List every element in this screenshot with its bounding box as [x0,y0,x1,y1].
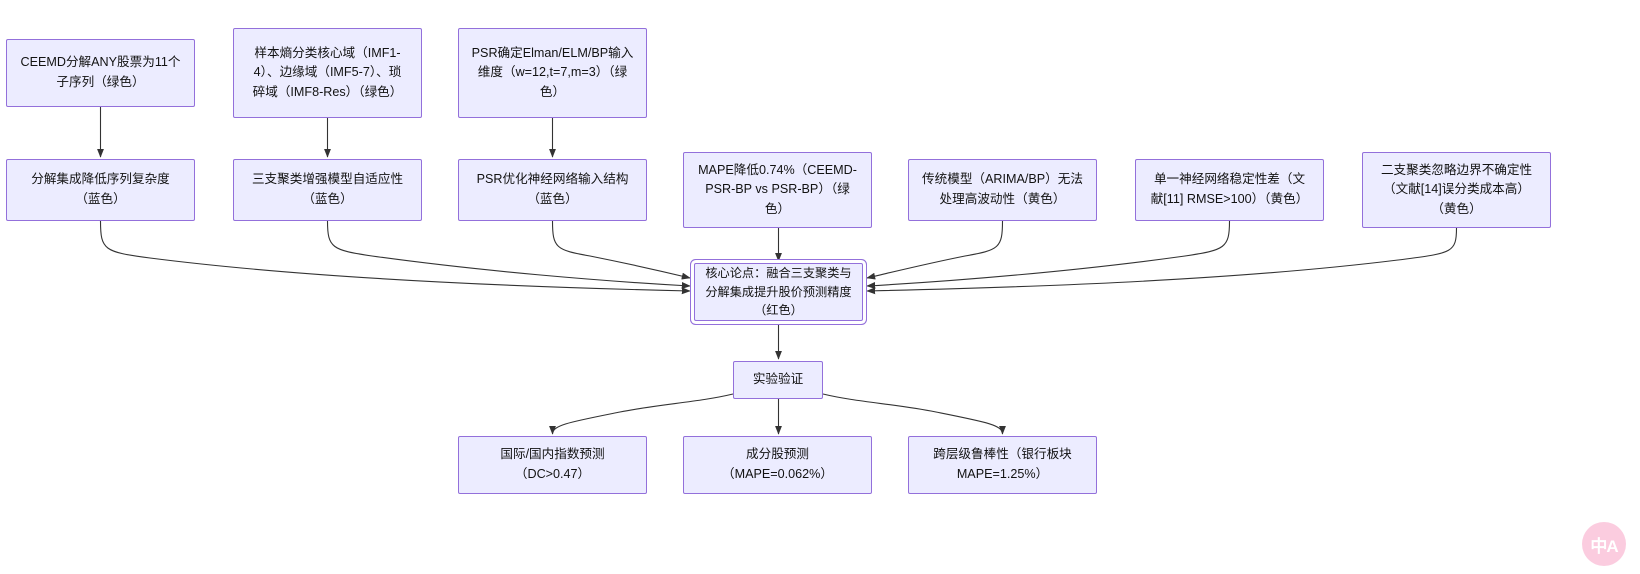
edge-n8-core [866,220,1004,280]
node-label: 国际/国内指数预测 （DC>0.47） [500,447,605,481]
node-label: MAPE降低0.74%（CEEMD- PSR-BP vs PSR-BP）（绿 色… [698,162,857,216]
node-result-cross-level-robustness[interactable]: 跨层级鲁棒性（银行板块 MAPE=1.25%） [908,436,1097,494]
node-psr-optimizes-network-input[interactable]: PSR优化神经网络输入结构 （蓝色） [458,159,647,221]
edge-n6-core [551,220,691,280]
node-core-thesis[interactable]: 核心论点：融合三支聚类与 分解集成提升股价预测精度 （红色） [694,263,863,321]
watermark-badge: 中A [1582,522,1626,566]
node-label: 三支聚类增强模型自适应性 （蓝色） [251,172,404,206]
node-label: 传统模型（ARIMA/BP）无法 处理高波动性（黄色） [922,172,1083,206]
node-three-way-clustering-adaptivity[interactable]: 三支聚类增强模型自适应性 （蓝色） [233,159,422,221]
node-label: CEEMD分解ANY股票为11个 子序列（绿色） [20,55,181,89]
node-label: 实验验证 [752,372,804,387]
node-experimental-validation[interactable]: 实验验证 [733,361,823,399]
node-label: 二支聚类忽略边界不确定性 （文献[14]误分类成本高） （黄色） [1380,162,1533,216]
node-psr-input-dimension[interactable]: PSR确定Elman/ELM/BP输入 维度（w=12,t=7,m=3）（绿 色… [458,28,647,118]
node-two-way-clustering-boundary[interactable]: 二支聚类忽略边界不确定性 （文献[14]误分类成本高） （黄色） [1362,152,1551,228]
edge-exp-r1 [549,393,734,435]
edge-n5-core [326,220,691,290]
node-mape-reduction[interactable]: MAPE降低0.74%（CEEMD- PSR-BP vs PSR-BP）（绿 色… [683,152,872,228]
node-label: 样本熵分类核心域（IMF1- 4）、边缘域（IMF5-7）、琐 碎域（IMF8-… [252,45,403,99]
node-ceemd-decomposition[interactable]: CEEMD分解ANY股票为11个 子序列（绿色） [6,39,195,107]
node-traditional-models-limitation[interactable]: 传统模型（ARIMA/BP）无法 处理高波动性（黄色） [908,159,1097,221]
node-result-index-forecast[interactable]: 国际/国内指数预测 （DC>0.47） [458,436,647,494]
node-single-network-instability[interactable]: 单一神经网络稳定性差（文 献[11] RMSE>100）（黄色） [1135,159,1324,221]
watermark-text: 中A [1590,536,1618,556]
node-label: 分解集成降低序列复杂度 （蓝色） [31,172,170,206]
edge-exp-r3 [822,393,1006,435]
node-label: PSR优化神经网络输入结构 （蓝色） [476,172,629,206]
node-label: 成分股预测 （MAPE=0.062%） [722,447,833,481]
node-label: 核心论点：融合三支聚类与 分解集成提升股价预测精度 （红色） [705,265,852,318]
node-sample-entropy-classification[interactable]: 样本熵分类核心域（IMF1- 4）、边缘域（IMF5-7）、琐 碎域（IMF8-… [233,28,422,118]
node-label: 单一神经网络稳定性差（文 献[11] RMSE>100）（黄色） [1150,172,1309,206]
node-result-constituent-stock-forecast[interactable]: 成分股预测 （MAPE=0.062%） [683,436,872,494]
node-label: PSR确定Elman/ELM/BP输入 维度（w=12,t=7,m=3）（绿 色… [471,45,634,99]
node-label: 跨层级鲁棒性（银行板块 MAPE=1.25%） [933,447,1072,481]
edge-n9-core [866,220,1231,290]
edge-n4-core [99,220,691,295]
node-decomposition-reduces-complexity[interactable]: 分解集成降低序列复杂度 （蓝色） [6,159,195,221]
edge-n10-core [866,227,1458,295]
